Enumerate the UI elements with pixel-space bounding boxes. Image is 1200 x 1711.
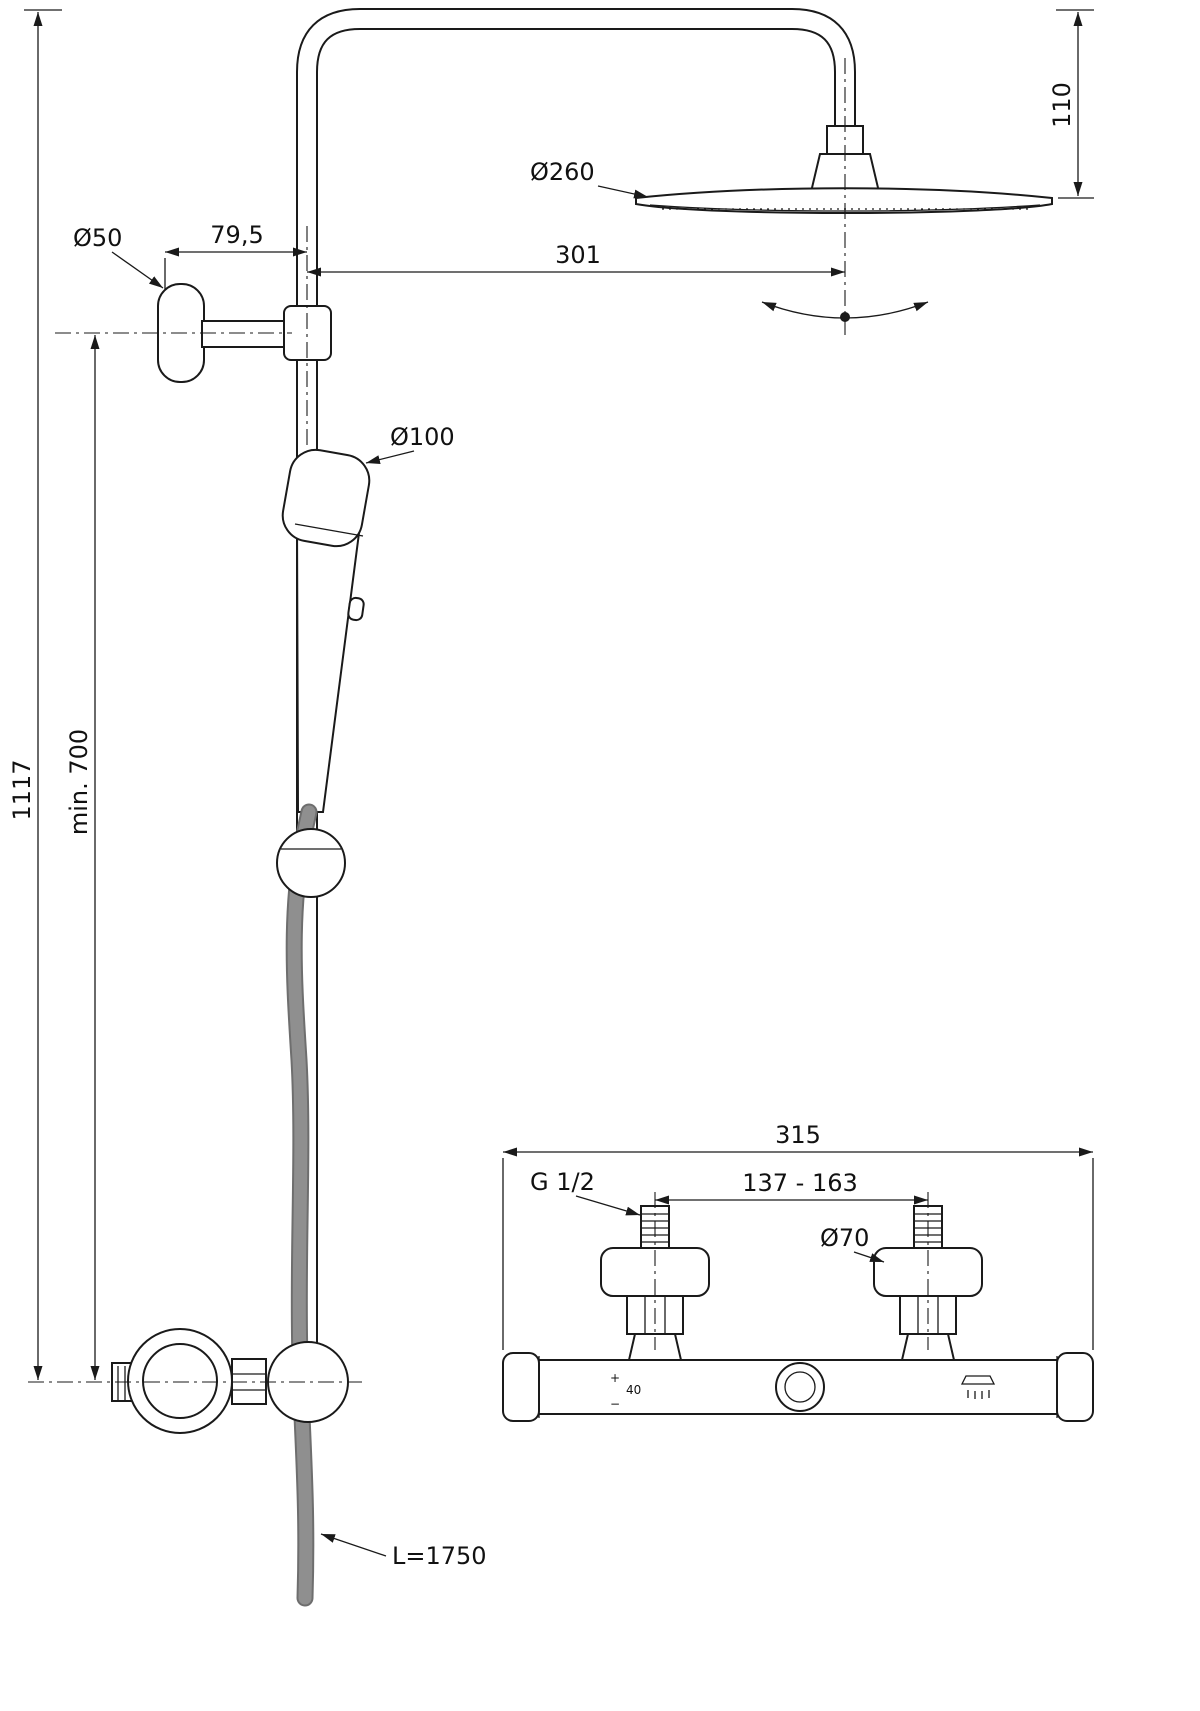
hand-shower-head <box>281 448 371 548</box>
plus-mark: + <box>610 1371 620 1385</box>
label-bracket-diameter-value: Ø50 <box>73 224 122 252</box>
label-bracket-diameter: Ø50 <box>73 224 164 289</box>
dim-total-height: 1117 <box>8 9 62 1380</box>
left-nut-facets <box>644 1296 666 1334</box>
label-head-diameter: Ø260 <box>530 158 649 199</box>
temp-40-mark: 40 <box>626 1383 641 1397</box>
label-handshower-diameter: Ø100 <box>365 423 455 464</box>
diverter-button-inner <box>784 1371 816 1403</box>
shower-hose <box>285 803 318 1607</box>
connection-nut-facets <box>232 1373 266 1391</box>
minus-mark: − <box>610 1397 620 1411</box>
thermostatic-mixer: + 40 − <box>502 1205 1094 1422</box>
escutcheon-inner <box>142 1343 218 1419</box>
dimensions: 1117 min. 700 Ø50 79,5 301 Ø260 <box>8 9 1094 1570</box>
inlet-thread-lines <box>117 1366 140 1400</box>
dim-head-offset: 301 <box>307 241 845 277</box>
label-connector-diameter-value: Ø70 <box>820 1224 869 1252</box>
dim-head-offset-value: 301 <box>555 241 601 269</box>
slider-knob <box>276 828 346 898</box>
dim-min-height-value: min. 700 <box>65 729 93 835</box>
hose-body <box>287 805 316 1605</box>
label-thread-size: G 1/2 <box>530 1168 641 1216</box>
swivel-arrow <box>761 301 929 322</box>
dim-arm-drop-value: 110 <box>1048 82 1076 128</box>
label-head-diameter-value: Ø260 <box>530 158 595 186</box>
dim-connection-range: 137 - 163 <box>655 1169 928 1205</box>
riser-pipe <box>296 8 856 1420</box>
slider-holder <box>276 828 346 898</box>
label-hose-length-value: L=1750 <box>392 1542 487 1570</box>
label-handshower-diameter-value: Ø100 <box>390 423 455 451</box>
temperature-handle[interactable] <box>502 1352 540 1422</box>
bracket-arm <box>201 320 293 348</box>
riser-pipe-outline <box>296 8 856 1420</box>
head-disc <box>635 187 1053 214</box>
hand-shower-handle <box>295 518 361 813</box>
swivel-pivot-dot <box>840 312 850 322</box>
pipe-tee-joint <box>267 1341 349 1423</box>
mixer-body: + 40 − <box>502 1352 1094 1422</box>
flow-handle[interactable] <box>1056 1352 1094 1422</box>
shower-column <box>111 8 1053 1607</box>
spray-icon <box>960 1375 996 1399</box>
label-connector-diameter: Ø70 <box>820 1224 885 1263</box>
dim-mixer-width: 315 <box>502 1121 1094 1350</box>
bottom-wall-connection <box>111 1328 349 1434</box>
right-nut-facets <box>917 1296 939 1334</box>
riser-pipe-fill <box>298 10 854 1420</box>
dim-bracket-offset: 79,5 <box>164 221 307 290</box>
rain-shower-head <box>635 125 1053 214</box>
hand-shower-button <box>347 596 365 622</box>
dim-mixer-width-value: 315 <box>775 1121 821 1149</box>
dim-bracket-offset-value: 79,5 <box>210 221 263 249</box>
diverter-button[interactable] <box>775 1362 825 1412</box>
dim-arm-drop: 110 <box>1048 9 1094 199</box>
centerlines <box>28 58 929 1383</box>
dim-connection-range-value: 137 - 163 <box>742 1169 858 1197</box>
hand-shower-face-line <box>294 523 364 537</box>
label-thread-size-value: G 1/2 <box>530 1168 595 1196</box>
dim-min-height: min. 700 <box>65 335 100 1380</box>
dim-total-height-value: 1117 <box>8 759 36 820</box>
hand-shower <box>281 448 371 813</box>
label-hose-length: L=1750 <box>320 1533 487 1570</box>
